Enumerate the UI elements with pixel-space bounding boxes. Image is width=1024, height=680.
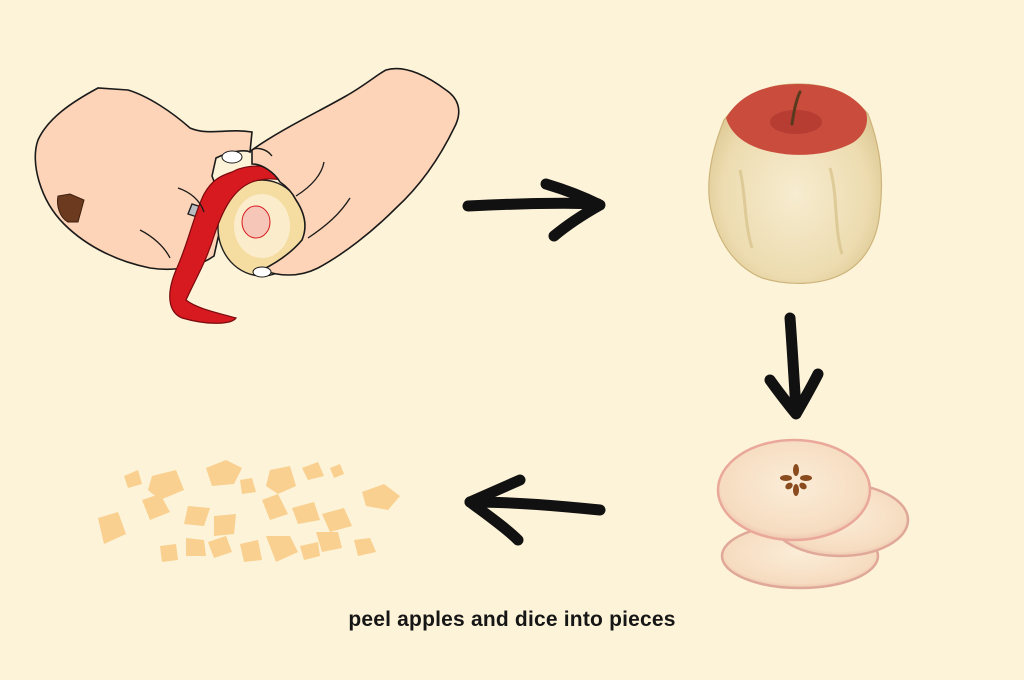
hand-peeling-apple-icon [34, 67, 460, 324]
fingernail [221, 150, 243, 164]
right-hand [251, 67, 460, 276]
diagram-caption: peel apples and dice into pieces [348, 608, 676, 631]
apple-stem [790, 90, 802, 126]
apple-seed-star [780, 464, 812, 496]
apple-center [241, 205, 271, 239]
knife-handle [57, 193, 85, 223]
arrow-down-icon [764, 312, 824, 420]
apple-slices-icon [716, 438, 910, 590]
fingernail [252, 266, 272, 278]
peeled-apple-icon [708, 83, 883, 284]
diced-apple-icon [98, 460, 400, 562]
arrow-left-icon [464, 474, 606, 546]
arrow-right-icon [462, 178, 606, 242]
